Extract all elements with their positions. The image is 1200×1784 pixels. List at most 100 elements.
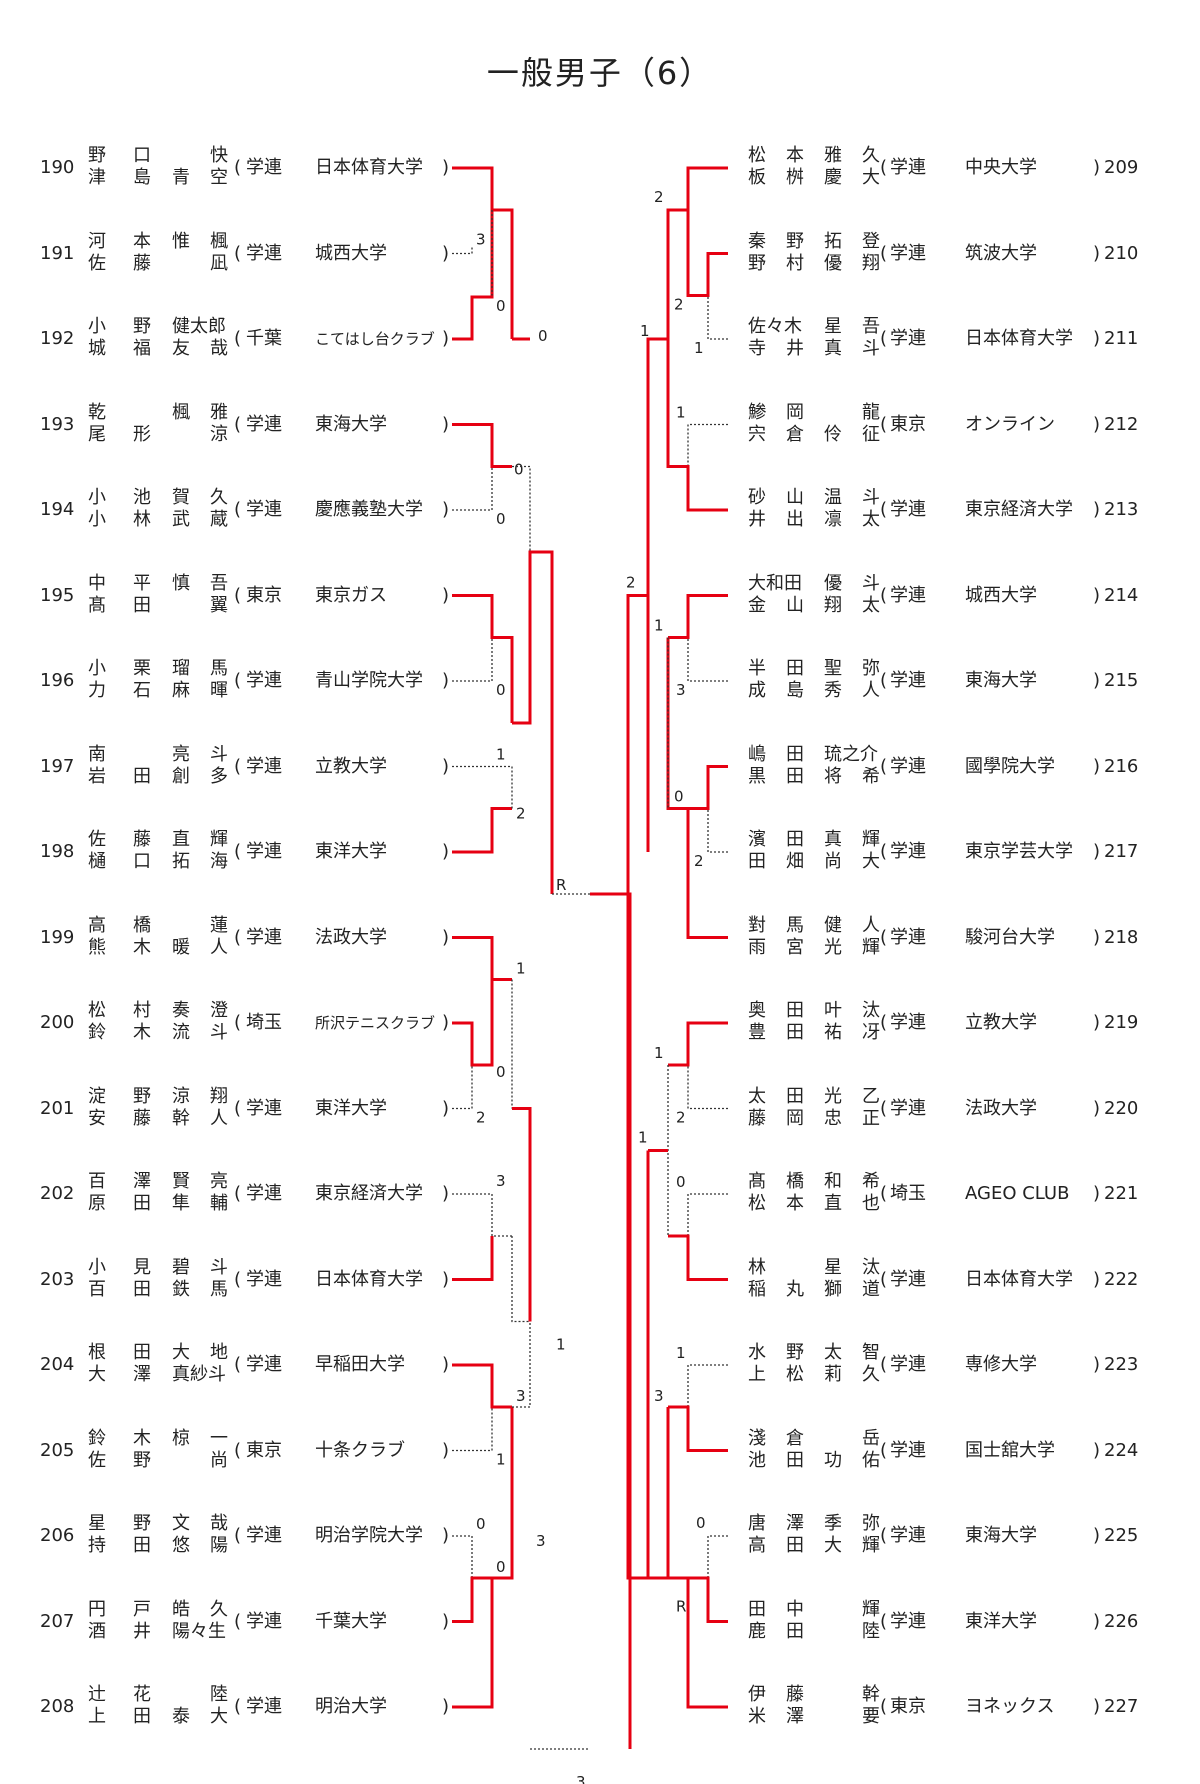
- player1-name-part: 乾: [88, 401, 106, 423]
- player1-name-part: 野: [88, 145, 106, 166]
- close-paren: ): [442, 841, 450, 862]
- player2-name-part: 丸: [786, 1278, 804, 1300]
- player2-name-part: 島: [133, 167, 151, 188]
- match-score: 0: [674, 788, 684, 806]
- player2-name-part: 優: [824, 252, 842, 274]
- player1-name-part: 亮: [210, 1171, 228, 1192]
- open-paren: (: [234, 670, 242, 691]
- match-score: R: [556, 876, 566, 894]
- close-paren: ): [1093, 1525, 1101, 1546]
- player2-name-part: 鈴: [88, 1022, 106, 1043]
- team-name: 明治大学: [315, 1696, 387, 1717]
- player1-name-part: 淺: [748, 1427, 766, 1449]
- player2-name-part: 岡: [786, 1107, 804, 1129]
- player2-name-part: 持: [88, 1535, 106, 1556]
- close-paren: ): [442, 157, 450, 178]
- bracket-line: [452, 637, 493, 682]
- player1-name-part: 楓: [172, 401, 190, 423]
- player2-name-part: 田: [133, 765, 151, 787]
- player1-name-part: 季: [824, 1513, 842, 1534]
- player2-name-part: 高: [748, 1535, 766, 1556]
- player1-name-part: 奏: [172, 1000, 190, 1021]
- entry-number: 199: [40, 926, 75, 948]
- prefecture: 学連: [890, 926, 926, 948]
- team-name: 青山学院大学: [315, 670, 423, 691]
- prefecture: 東京: [890, 1696, 926, 1717]
- player1-name-part: 瑠: [172, 658, 190, 679]
- player1-name-part: 吾: [862, 316, 880, 337]
- match-score: 3: [496, 1172, 506, 1190]
- player1-name-part: 鯵: [748, 401, 766, 423]
- player1-name-part: 濱: [748, 829, 766, 850]
- bracket-line: [452, 765, 513, 809]
- player2-name-part: 佑: [862, 1449, 880, 1471]
- player2-name-part: 大: [210, 1706, 228, 1727]
- close-paren: ): [442, 1439, 450, 1461]
- player1-name-part: 一: [210, 1427, 228, 1449]
- prefecture: 千葉: [246, 328, 282, 349]
- team-name: 日本体育大学: [315, 1268, 423, 1290]
- player1-name-part: 水: [748, 1342, 766, 1363]
- close-paren: ): [442, 1610, 450, 1632]
- entry-number: 223: [1104, 1354, 1139, 1375]
- player1-name-part: 久: [862, 145, 880, 166]
- player1-name-part: 人: [862, 914, 880, 936]
- match-score: 3: [536, 1532, 546, 1550]
- open-paren: (: [234, 413, 242, 435]
- match-score: 0: [696, 1514, 706, 1532]
- team-name: 城西大学: [965, 584, 1037, 606]
- open-paren: (: [234, 841, 242, 862]
- player1-name-part: 佐: [88, 829, 106, 850]
- bracket-line: [452, 246, 473, 255]
- player2-name-part: 道: [862, 1278, 880, 1300]
- match-score: 2: [694, 852, 704, 870]
- entry-number: 225: [1104, 1525, 1139, 1546]
- player2-name-part: 倉: [786, 423, 804, 445]
- open-paren: (: [880, 1183, 888, 1204]
- winner-path: [686, 210, 728, 297]
- player2-name-part: 上: [88, 1706, 106, 1727]
- entry-number: 204: [40, 1354, 75, 1375]
- player2-name-part: 宮: [786, 936, 804, 958]
- close-paren: ): [1093, 1610, 1101, 1632]
- player2-name-part: 井: [786, 338, 804, 359]
- player2-name-part: 也: [862, 1193, 880, 1214]
- close-paren: ): [442, 1097, 450, 1119]
- player2-name-part: 莉: [824, 1364, 842, 1385]
- team-name: 東京ガス: [315, 584, 387, 606]
- player2-name-part: 空: [210, 167, 228, 188]
- open-paren: (: [880, 242, 888, 264]
- match-score: 2: [626, 574, 636, 592]
- match-score: 1: [694, 339, 704, 357]
- bracket-line: [511, 1236, 530, 1323]
- prefecture: 学連: [246, 157, 282, 178]
- player1-name-part: 久: [210, 487, 228, 508]
- close-paren: ): [442, 1012, 450, 1033]
- match-score: 1: [556, 1336, 566, 1354]
- player2-name-part: 藤: [133, 252, 151, 274]
- entry-number: 206: [40, 1525, 75, 1546]
- player2-name-part: 希: [862, 765, 880, 787]
- entry-number: 209: [1104, 157, 1139, 178]
- player1-name-part: 中: [88, 572, 106, 594]
- player1-name-part: 哉: [210, 1513, 228, 1534]
- player1-name-part: 河: [88, 230, 106, 252]
- player1-name-part: 皓: [172, 1598, 190, 1620]
- match-score: 3: [654, 1387, 664, 1405]
- player2-name-part: 久: [862, 1364, 880, 1385]
- player2-name-part: 山: [786, 594, 804, 616]
- player2-name-part: 鉄: [172, 1278, 190, 1300]
- player2-name-part: 岩: [88, 765, 106, 787]
- winner-path: [626, 594, 648, 894]
- player2-name-part: 田: [133, 1535, 151, 1556]
- entry-number: 213: [1104, 499, 1139, 520]
- player1-name-part: 野: [133, 316, 151, 337]
- player1-name-part: 小: [88, 1256, 106, 1278]
- close-paren: ): [442, 242, 450, 264]
- player1-name-part: 和: [824, 1171, 842, 1192]
